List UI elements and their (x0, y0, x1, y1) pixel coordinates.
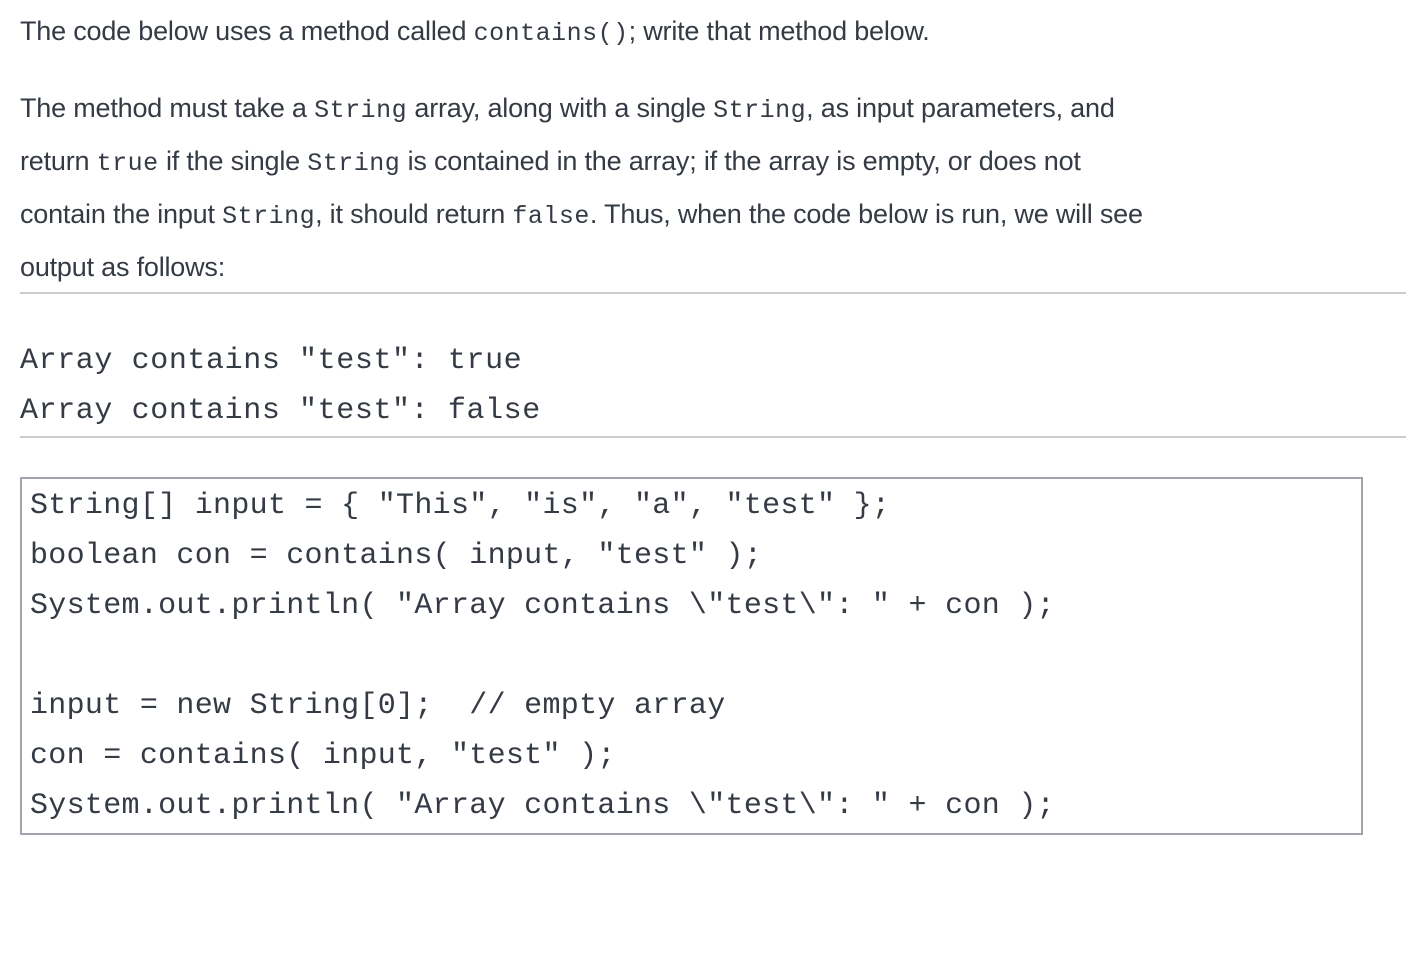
code-block: String[] input = { "This", "is", "a", "t… (20, 477, 1363, 835)
text-run: return (20, 146, 97, 176)
inline-code: String (222, 202, 316, 231)
inline-code: true (96, 149, 159, 178)
text-run: if the single (158, 146, 308, 176)
inline-code: String (307, 149, 401, 178)
description-paragraph: The method must take a String array, alo… (20, 83, 1406, 292)
divider-bottom (20, 436, 1406, 438)
text-line: return true if the single String is cont… (20, 136, 1406, 189)
text-run: is contained in the array; if the array … (400, 146, 1081, 176)
program-output: Array contains "test": true Array contai… (20, 344, 541, 428)
text-run: array, along with a single (407, 93, 714, 123)
intro-paragraph: The code below uses a method called cont… (20, 6, 1406, 59)
inline-code: false (512, 202, 590, 231)
text-run: , as input parameters, and (806, 93, 1115, 123)
inline-code: contains() (473, 19, 629, 48)
text-line: contain the input String, it should retu… (20, 189, 1406, 242)
text-run: ; write that method below. (628, 16, 930, 46)
text-line: The method must take a String array, alo… (20, 83, 1406, 136)
divider-top (20, 292, 1406, 294)
text-run: . Thus, when the code below is run, we w… (589, 199, 1143, 229)
inline-code: String (314, 96, 408, 125)
text-line: output as follows: (20, 242, 1406, 292)
text-run: output as follows: (20, 252, 226, 282)
text-run: contain the input (20, 199, 223, 229)
text-run: The code below uses a method called (20, 16, 474, 46)
document: The code below uses a method called cont… (20, 6, 1406, 835)
inline-code: String (713, 96, 807, 125)
text-run: The method must take a (20, 93, 315, 123)
text-run: , it should return (315, 199, 513, 229)
text-line: The code below uses a method called cont… (20, 6, 1406, 59)
